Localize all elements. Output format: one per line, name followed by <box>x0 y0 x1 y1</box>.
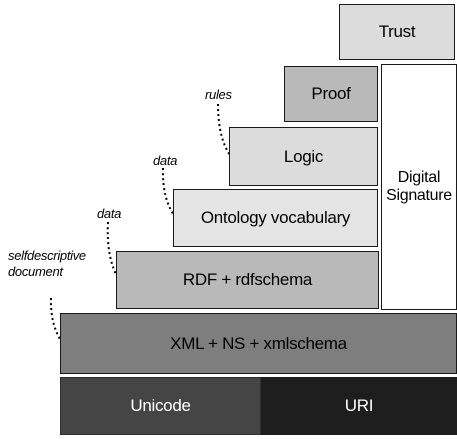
layer-rdf: RDF + rdfschema <box>116 251 379 309</box>
layer-unicode: Unicode <box>60 377 261 435</box>
annotation-data-upper: data <box>153 153 178 168</box>
layer-uri-label: URI <box>344 396 374 416</box>
layer-proof: Proof <box>284 66 378 122</box>
layer-unicode-label: Unicode <box>130 396 191 416</box>
layer-trust-label: Trust <box>378 22 416 42</box>
layer-ontology-label: Ontology vocabulary <box>200 208 351 228</box>
layer-logic: Logic <box>229 127 378 186</box>
annotation-rules: rules <box>205 87 232 102</box>
layer-digital-signature-label: Digital Signature <box>386 168 452 204</box>
layer-logic-label: Logic <box>283 146 324 166</box>
connector-selfdescriptive <box>49 297 64 345</box>
layer-xml-label: XML + NS + xmlschema <box>170 333 347 353</box>
connector-data-upper <box>161 167 177 219</box>
connector-rules <box>217 103 233 159</box>
layer-trust: Trust <box>339 4 455 60</box>
layer-uri: URI <box>261 377 457 435</box>
annotation-selfdescriptive-document: selfdescriptive document <box>8 248 86 279</box>
layer-proof-label: Proof <box>311 84 351 104</box>
annotation-data-lower: data <box>97 206 122 221</box>
layer-rdf-label: RDF + rdfschema <box>182 270 313 290</box>
layer-ontology-vocabulary: Ontology vocabulary <box>173 189 378 247</box>
layer-digital-signature: Digital Signature <box>381 64 457 310</box>
layer-xml: XML + NS + xmlschema <box>60 313 457 374</box>
